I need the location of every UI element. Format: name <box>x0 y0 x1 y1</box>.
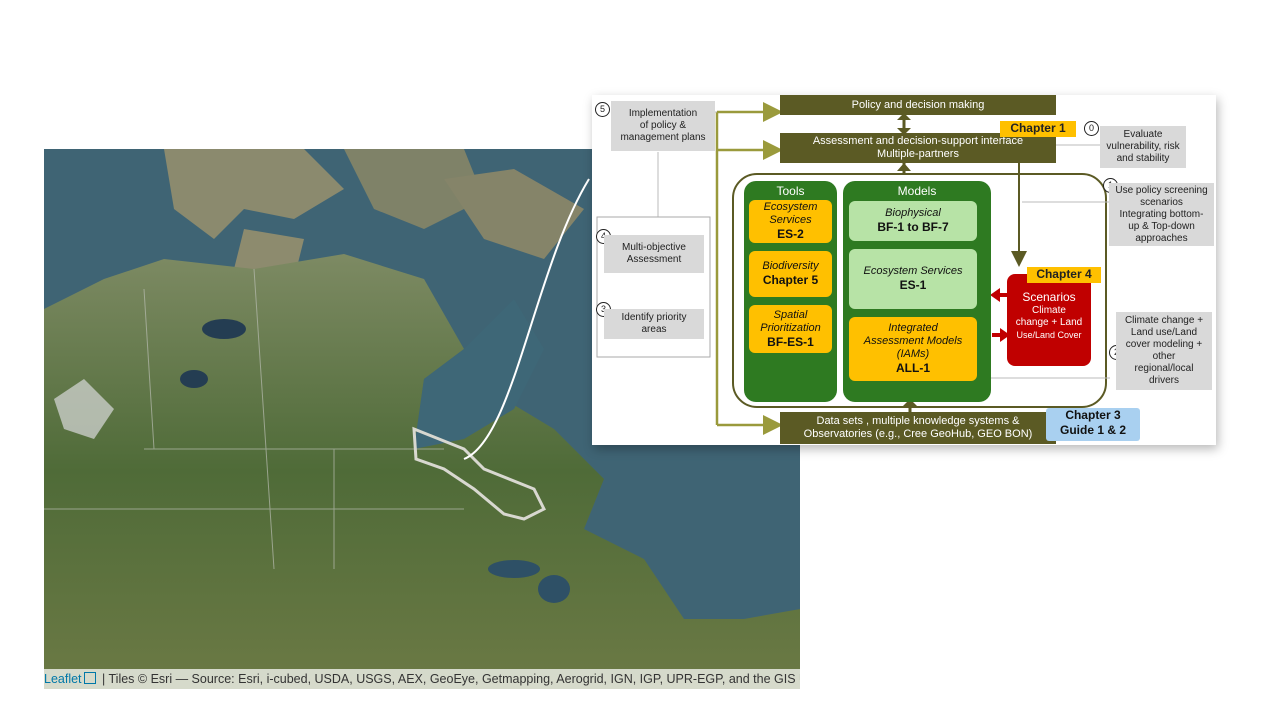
assessment-interface-box: Assessment and decision-support interfac… <box>780 133 1056 163</box>
chapter-1-label: Chapter 1 <box>1000 121 1076 137</box>
scenarios-line2: change + Land <box>1015 317 1083 328</box>
leaflet-link[interactable]: Leaflet <box>44 672 82 686</box>
chapter-3-title: Chapter 3 <box>1065 408 1121 422</box>
chapter-4-label: Chapter 4 <box>1027 267 1101 283</box>
datasets-box: Data sets , multiple knowledge systems &… <box>780 412 1056 444</box>
models-title: Models <box>897 184 937 198</box>
step-5-number: 5 <box>595 102 610 117</box>
scenarios-title: Scenarios <box>1022 290 1076 304</box>
chapter-3-guide: Guide 1 & 2 <box>1059 423 1127 437</box>
scenarios-line3: Use/Land Cover <box>1016 330 1082 340</box>
step-0-number: 0 <box>1084 121 1099 136</box>
study-region-outline <box>412 426 547 521</box>
diagram-connectors <box>596 102 1110 435</box>
policy-decision-box: Policy and decision making <box>780 95 1056 115</box>
scenarios-box: Scenarios Climate change + Land Use/Land… <box>1007 274 1091 366</box>
callout-curve <box>463 178 590 460</box>
external-link-icon <box>83 672 96 684</box>
map-attribution: Leaflet | Tiles © Esri — Source: Esri, i… <box>44 669 800 689</box>
attribution-text: | Tiles © Esri — Source: Esri, i-cubed, … <box>102 672 800 686</box>
chapter-3-label: Chapter 3 Guide 1 & 2 <box>1046 408 1140 441</box>
framework-diagram: Policy and decision making Assessment an… <box>592 95 1216 445</box>
tools-title: Tools <box>776 184 805 198</box>
scenarios-line1: Climate <box>1032 305 1066 316</box>
